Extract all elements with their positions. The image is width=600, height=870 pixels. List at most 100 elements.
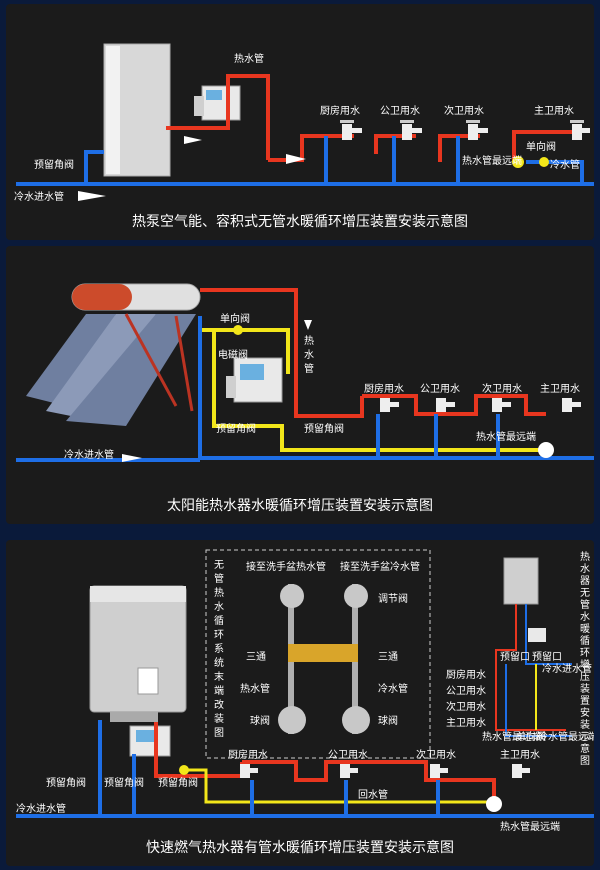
label-tee-right: 三通	[378, 651, 398, 663]
solar-diagram: 单向阀 电磁阀 热 水 管 厨房用水 公卫用水 次卫用水 主卫用水 预留角阀 预…	[16, 283, 594, 514]
right-vertical-title: 热 水 器 无 管 水 暖 循 环 增 压 装 置 安 装 示 意 图	[580, 550, 590, 767]
label-mini-check: 单向阀	[516, 730, 546, 743]
svg-text:循: 循	[580, 634, 590, 647]
svg-text:无: 无	[214, 560, 224, 571]
svg-text:示: 示	[580, 732, 590, 743]
panel-solar: 单向阀 电磁阀 热 水 管 厨房用水 公卫用水 次卫用水 主卫用水 预留角阀 预…	[6, 246, 594, 524]
label-check-valve: 单向阀	[220, 312, 250, 325]
booster-controller	[226, 357, 283, 403]
label-far-end: 热水管最远端	[462, 154, 522, 167]
faucet-icon	[512, 764, 530, 778]
faucet-icon	[570, 120, 590, 140]
svg-text:水: 水	[214, 601, 224, 613]
faucet-icon	[430, 764, 448, 778]
ball-valve-icon	[342, 706, 370, 734]
faucet-icon	[340, 120, 362, 140]
arrow-right-icon	[78, 191, 106, 201]
svg-text:环: 环	[580, 648, 590, 659]
label-mini-master: 主卫用水	[446, 717, 486, 729]
hot-pipe-run	[268, 134, 354, 162]
label-kitchen: 厨房用水	[364, 382, 404, 395]
faucet-icon	[466, 120, 488, 140]
svg-text:器: 器	[580, 575, 590, 587]
svg-text:图: 图	[214, 727, 224, 739]
label-public-bath: 公卫用水	[328, 749, 368, 761]
svg-text:热: 热	[580, 550, 590, 563]
label-cold-inlet: 冷水进水管	[64, 448, 114, 461]
far-end-cap-icon	[538, 442, 554, 458]
label-adjust-valve: 调节阀	[378, 592, 408, 605]
faucet-icon	[562, 398, 581, 412]
booster-controller	[129, 725, 171, 757]
label-mini-far: 热水管最远端	[482, 730, 542, 743]
label-cold-pipe: 冷水管	[550, 158, 580, 171]
caption-panel-2: 太阳能热水器水暖循环增压装置安装示意图	[167, 497, 433, 514]
adjust-valve-icon	[280, 584, 304, 608]
label-master-bath: 主卫用水	[540, 383, 580, 395]
faucet-icon	[400, 120, 422, 140]
hot-pipe-seg-3	[438, 134, 480, 162]
faucet-icon	[340, 764, 358, 778]
label-kitchen: 厨房用水	[320, 104, 360, 117]
label-return-pipe: 回水管	[358, 788, 388, 801]
check-valve-icon	[539, 157, 549, 167]
inset-bypass-pipe	[288, 644, 358, 662]
arrow-right-icon	[286, 154, 306, 164]
retrofit-inset-box	[205, 549, 431, 759]
label-cold-pipe-inset: 冷水管	[378, 682, 408, 695]
label-reserved-valve-b: 预留角阀	[304, 422, 344, 435]
label-mini-reserve-1: 预留口	[500, 650, 530, 663]
label-mini-public: 公卫用水	[446, 685, 486, 697]
gas-water-heater	[89, 585, 187, 722]
svg-text:改: 改	[214, 698, 224, 711]
label-mini-cold-inlet: 冷水进水管	[542, 662, 592, 675]
return-pipe	[184, 768, 494, 804]
svg-text:热: 热	[214, 586, 224, 599]
check-valve-icon	[179, 765, 189, 775]
caption-panel-3: 快速燃气热水器有管水暖循环增压装置安装示意图	[146, 839, 454, 856]
heat-pump-diagram: 热水管 厨房用水 公卫用水 次卫用水 主卫用水 预留角阀 冷水进水管 热水管最远…	[14, 43, 594, 230]
label-to-basin-cold: 接至洗手盆冷水管	[340, 560, 420, 573]
svg-text:增: 增	[580, 658, 590, 671]
svg-text:无: 无	[580, 588, 590, 599]
faucet-icon	[240, 764, 258, 778]
return-pipe-main	[212, 330, 546, 452]
svg-text:安: 安	[580, 706, 590, 719]
panel-heat-pump: 热水管 厨房用水 公卫用水 次卫用水 主卫用水 预留角阀 冷水进水管 热水管最远…	[6, 4, 594, 240]
svg-text:系: 系	[214, 643, 224, 655]
left-vertical-title: 无 管 热 水 循 环 系 统 末 端 改 装 图	[214, 560, 224, 739]
gas-heater-diagram: 接至洗手盆热水管 接至洗手盆冷水管 调节阀 三通 三通 热水管 冷水管 球阀 球…	[16, 549, 594, 856]
label-mini-second: 次卫用水	[446, 700, 486, 713]
label-cold-inlet: 冷水进水管	[16, 802, 66, 815]
label-kitchen: 厨房用水	[228, 748, 268, 761]
label-far-end: 热水管最远端	[500, 820, 560, 833]
label-mini-kitchen: 厨房用水	[446, 668, 486, 681]
label-public-bath: 公卫用水	[420, 383, 460, 395]
label-second-bath: 次卫用水	[444, 104, 484, 117]
svg-text:装: 装	[580, 718, 590, 731]
label-hot-pipe-v3: 管	[304, 362, 314, 375]
arrow-right-icon	[184, 136, 202, 144]
return-pipe-top	[202, 328, 290, 374]
label-reserved-valve-3: 预留角阀	[158, 776, 198, 789]
label-mini-reserve-2: 预留口	[532, 650, 562, 663]
label-public-bath: 公卫用水	[380, 105, 420, 117]
check-valve-icon	[233, 325, 243, 335]
svg-text:水: 水	[580, 611, 590, 623]
label-far-end: 热水管最远端	[476, 430, 536, 443]
label-reserved-valve-1: 预留角阀	[46, 776, 86, 789]
label-reserved-valve: 预留角阀	[34, 158, 74, 171]
svg-text:水: 水	[580, 563, 590, 575]
label-master-bath: 主卫用水	[500, 749, 540, 761]
svg-text:管: 管	[214, 572, 224, 585]
svg-text:管: 管	[580, 598, 590, 611]
panel-gas-heater: 接至洗手盆热水管 接至洗手盆冷水管 调节阀 三通 三通 热水管 冷水管 球阀 球…	[6, 540, 594, 866]
label-tee-left: 三通	[246, 651, 266, 663]
check-valve-icon	[512, 156, 524, 168]
svg-text:环: 环	[214, 630, 224, 641]
faucet-icon	[436, 398, 455, 412]
svg-text:末: 末	[214, 670, 224, 683]
label-second-bath: 次卫用水	[482, 382, 522, 395]
svg-text:图: 图	[580, 755, 590, 767]
cold-pipe-tank	[84, 150, 104, 184]
